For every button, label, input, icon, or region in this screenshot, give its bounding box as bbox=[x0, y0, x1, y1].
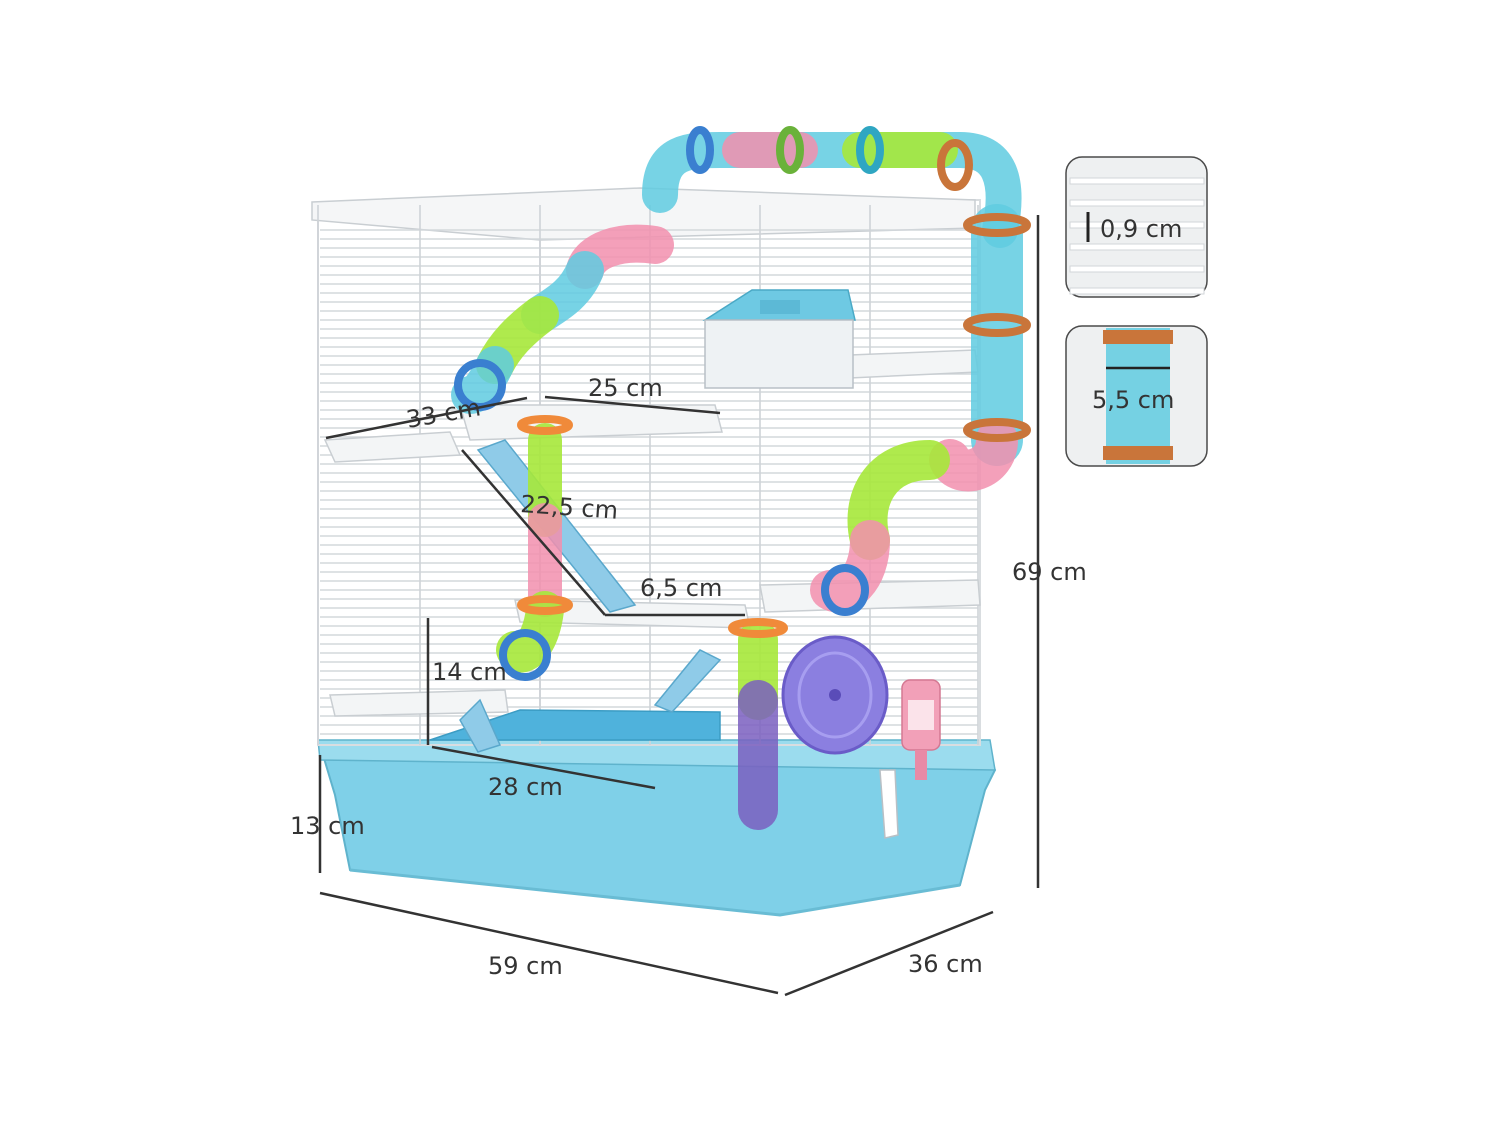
depth-label: 36 cm bbox=[908, 950, 983, 978]
lower-left-shelf bbox=[329, 689, 509, 717]
lower-blue-shelf bbox=[429, 709, 721, 741]
level-height-label: 14 cm bbox=[432, 658, 507, 686]
inset-wire bbox=[1069, 287, 1205, 295]
water-bottle bbox=[901, 679, 941, 780]
inset-wire bbox=[1069, 199, 1205, 207]
tube-system bbox=[451, 132, 1023, 830]
height-label: 69 cm bbox=[1012, 558, 1087, 586]
door-latch bbox=[879, 769, 899, 839]
shelf-width-label: 25 cm bbox=[588, 374, 663, 402]
inset-wire bbox=[1069, 221, 1205, 229]
ramp-width-label: 6,5 cm bbox=[640, 574, 722, 602]
left-shelf bbox=[323, 431, 462, 463]
inset-tube-diameter: 5,5 cm bbox=[1065, 325, 1208, 467]
tube-diameter-label: 5,5 cm bbox=[1092, 386, 1174, 414]
inset-bar-spacing: 0,9 cm bbox=[1065, 156, 1208, 298]
lower-shelf-width-label: 28 cm bbox=[488, 773, 563, 801]
inset-wire bbox=[1069, 243, 1205, 251]
ramp-length-label: 22,5 cm bbox=[520, 490, 619, 525]
exercise-wheel bbox=[781, 635, 889, 755]
dimension-labels: 59 cm 36 cm 69 cm 13 cm 33 cm 25 cm 22,5… bbox=[290, 374, 1087, 980]
width-label: 59 cm bbox=[488, 952, 563, 980]
hamster-house bbox=[702, 289, 856, 389]
dimension-lines bbox=[318, 215, 1040, 997]
inset-wire bbox=[1069, 177, 1205, 185]
inset-wire bbox=[1069, 265, 1205, 273]
base-height-label: 13 cm bbox=[290, 812, 365, 840]
bar-spacing-label: 0,9 cm bbox=[1100, 215, 1182, 243]
lower-ramp bbox=[653, 649, 722, 713]
